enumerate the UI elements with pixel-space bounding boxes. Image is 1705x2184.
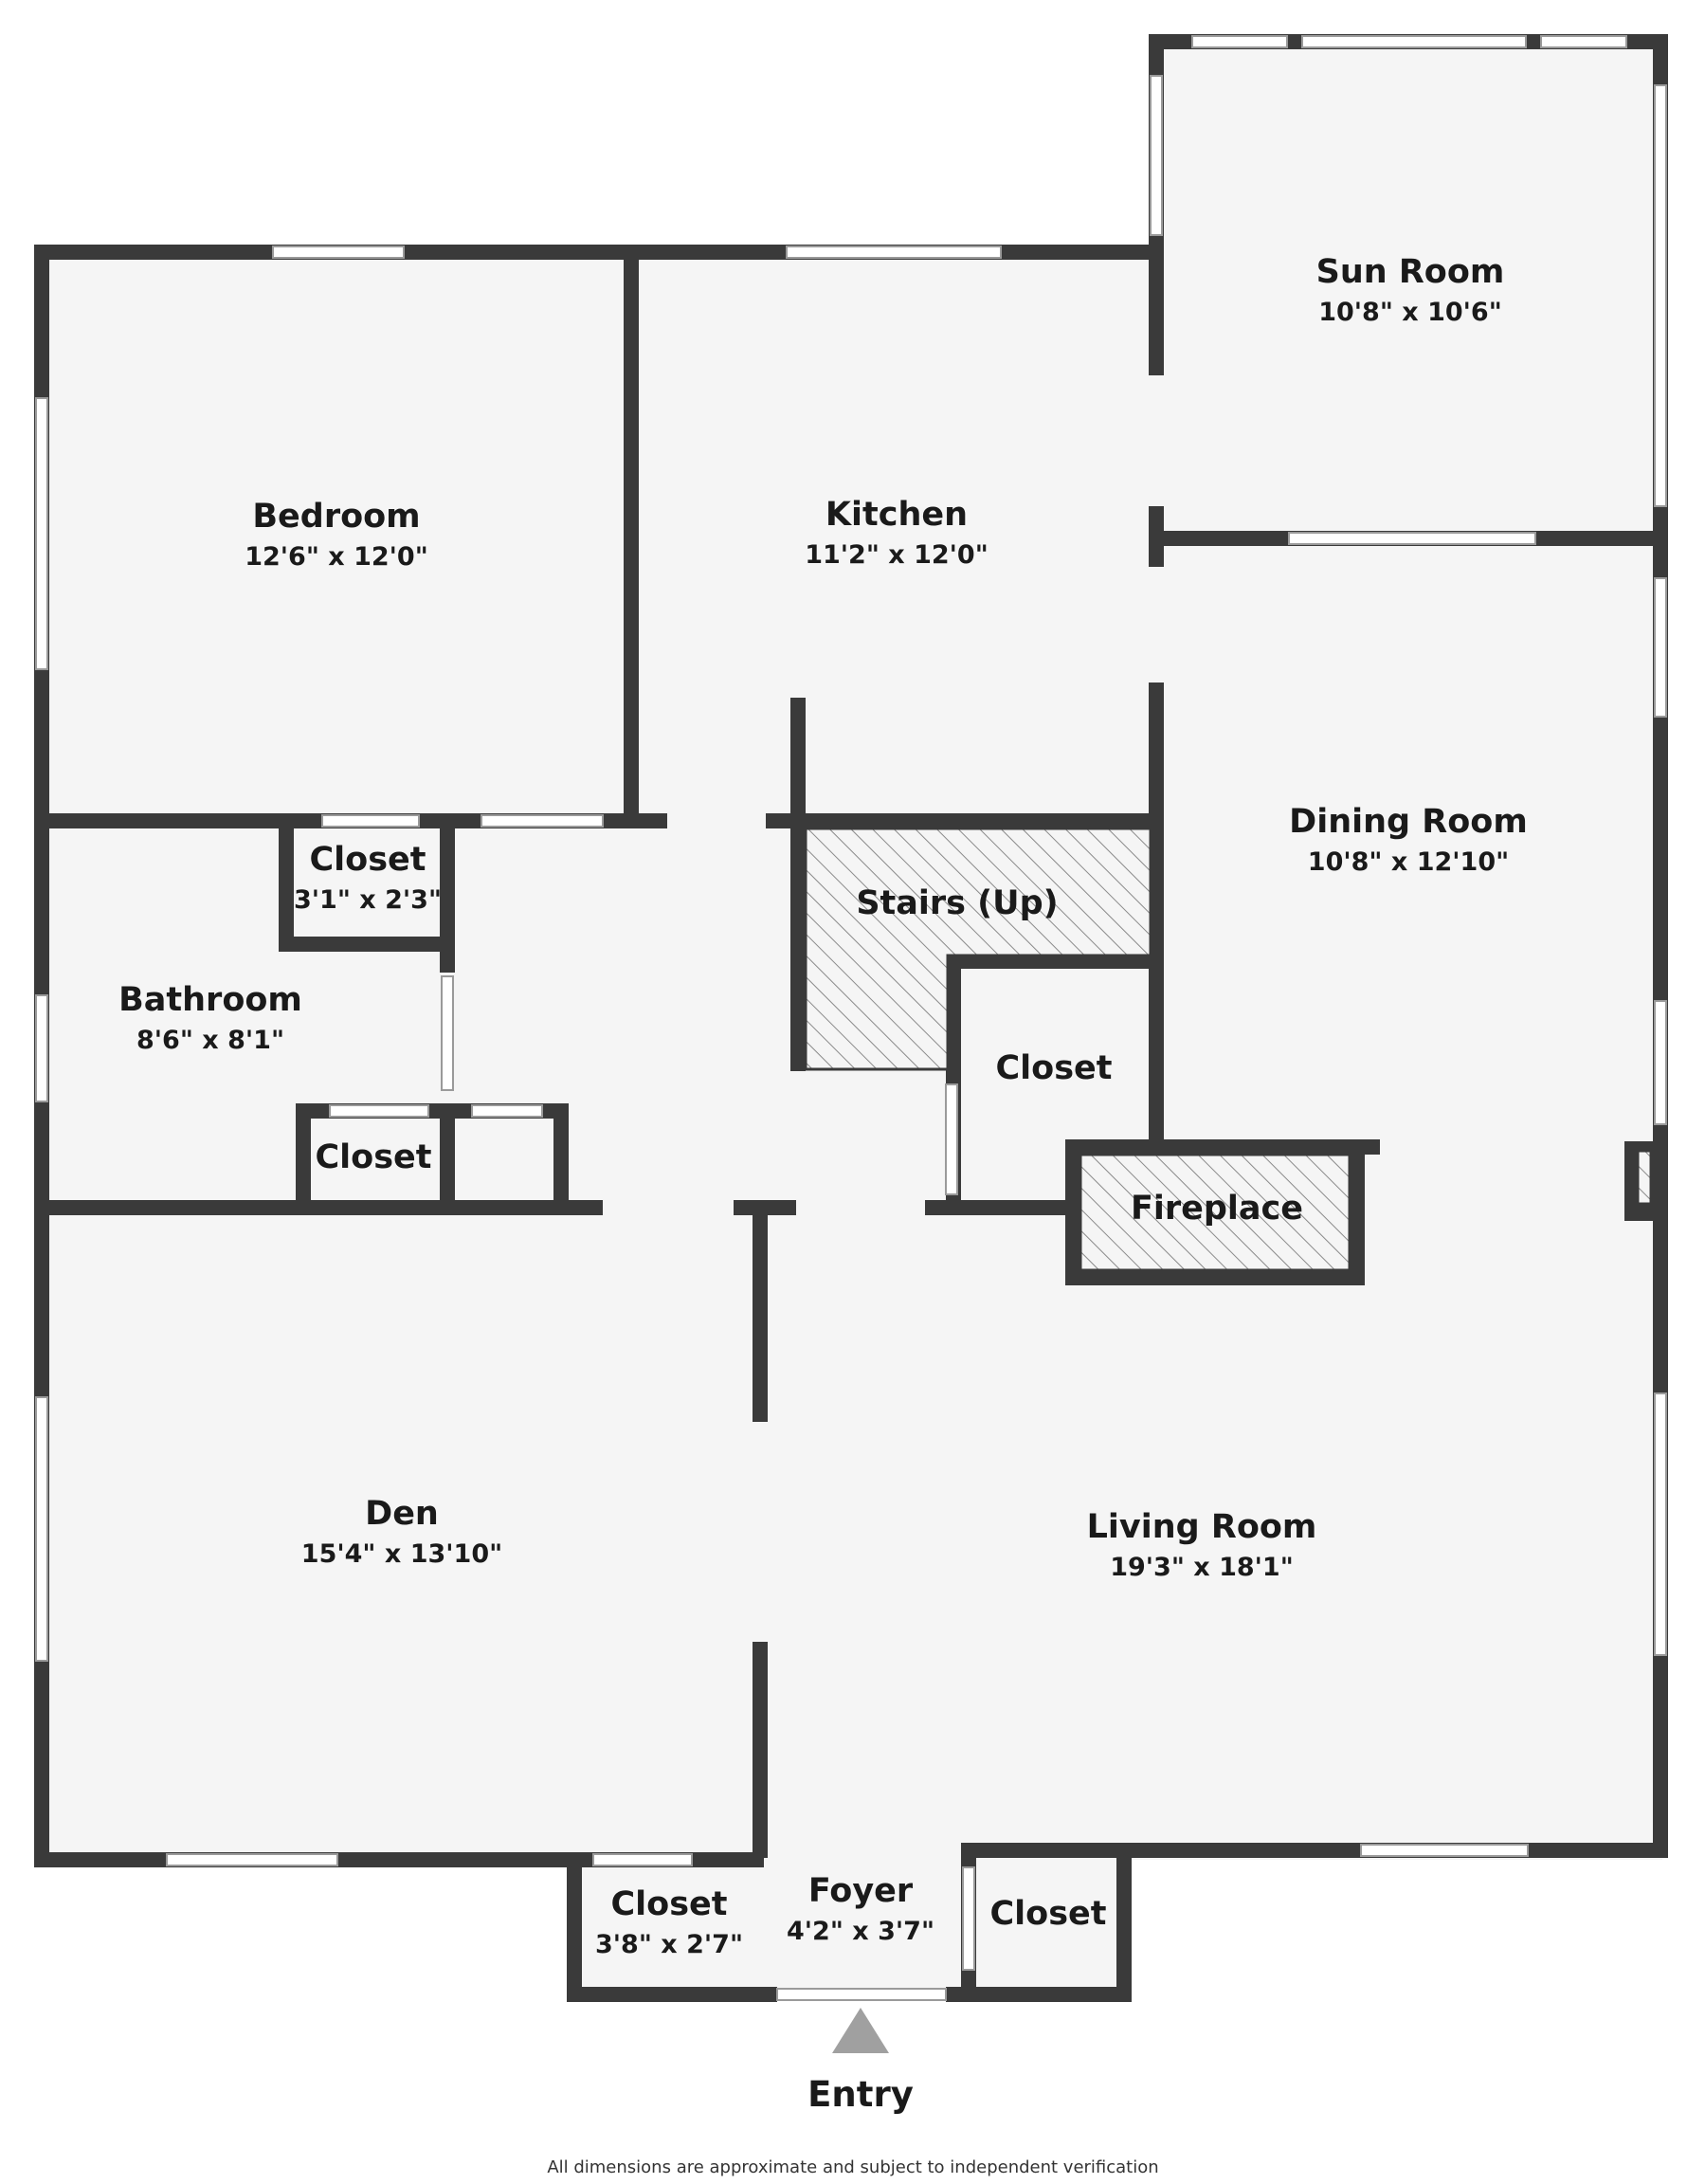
room-name-closet-bathroom: Closet <box>315 1138 431 1176</box>
room-name-bathroom: Bathroom <box>118 981 302 1019</box>
room-name-dining-room: Dining Room <box>1289 803 1528 841</box>
room-name-closet-den: Closet <box>610 1885 727 1923</box>
room-dims-dining-room: 10'8" x 12'10" <box>1308 847 1509 877</box>
room-dims-sun-room: 10'8" x 10'6" <box>1318 298 1502 327</box>
room-name-living-room: Living Room <box>1087 1508 1317 1546</box>
room-name-den: Den <box>365 1495 439 1533</box>
room-dims-closet-den: 3'8" x 2'7" <box>595 1930 743 1959</box>
room-dims-foyer: 4'2" x 3'7" <box>787 1917 934 1946</box>
entry-label: Entry <box>807 2074 914 2115</box>
room-labels: Sun Room 10'8" x 10'6" Bedroom 12'6" x 1… <box>118 253 1528 2177</box>
niche-hatch <box>1636 1149 1653 1206</box>
room-name-sun-room: Sun Room <box>1316 253 1505 291</box>
room-dims-kitchen: 11'2" x 12'0" <box>805 540 989 570</box>
fireplace-hatch <box>1079 1153 1351 1272</box>
windows <box>35 35 1667 2001</box>
hatched-areas <box>804 827 1653 1272</box>
room-name-fireplace: Fireplace <box>1131 1190 1303 1228</box>
disclaimer: All dimensions are approximate and subje… <box>547 2157 1158 2177</box>
entry-arrow-icon <box>832 2008 889 2053</box>
room-dims-closet-bedroom: 3'1" x 2'3" <box>294 885 442 915</box>
floor-area <box>40 43 1662 1998</box>
room-name-closet-bedroom: Closet <box>309 841 426 879</box>
room-name-foyer: Foyer <box>808 1872 914 1910</box>
room-name-closet-hall: Closet <box>995 1049 1112 1087</box>
room-name-stairs: Stairs (Up) <box>856 884 1058 922</box>
room-dims-living-room: 19'3" x 18'1" <box>1110 1553 1294 1582</box>
room-dims-bathroom: 8'6" x 8'1" <box>136 1026 284 1055</box>
room-name-kitchen: Kitchen <box>825 496 968 534</box>
stairs-hatch <box>804 827 1152 1071</box>
room-dims-bedroom: 12'6" x 12'0" <box>245 542 428 572</box>
room-name-closet-foyer: Closet <box>989 1895 1106 1933</box>
room-name-bedroom: Bedroom <box>252 498 420 536</box>
room-dims-den: 15'4" x 13'10" <box>301 1539 502 1569</box>
